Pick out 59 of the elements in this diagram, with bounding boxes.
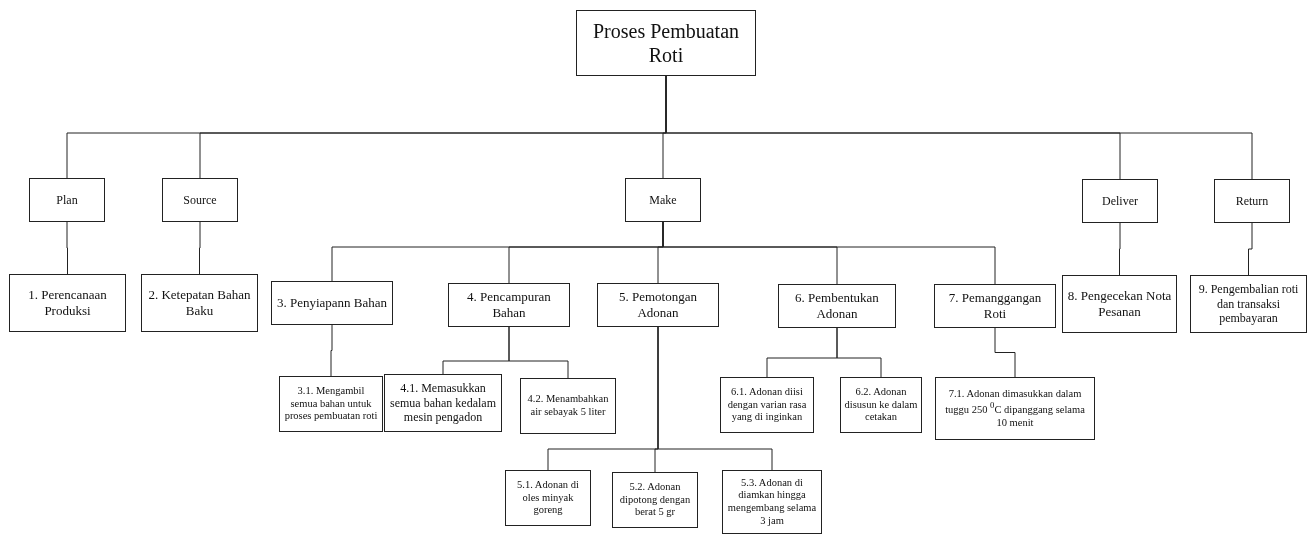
process-box [934, 284, 1056, 328]
process-box [625, 178, 701, 222]
box-label: 3. Penyiapann Bahan [276, 295, 388, 311]
process-box [9, 274, 126, 332]
box-label: Source [183, 192, 217, 208]
connector-line [665, 75, 1253, 180]
process-box [720, 377, 814, 433]
connector-line [199, 221, 201, 275]
box-label: Deliver [1102, 193, 1138, 209]
process-box [384, 374, 502, 432]
process-box [29, 178, 105, 222]
connector-line [994, 327, 1016, 378]
box-label: Return [1235, 193, 1269, 209]
process-box [1190, 275, 1307, 333]
box-label: 6.1. Adonan diisi dengan varian rasa yang di inginkan [726, 386, 808, 424]
box-label: 3.1. Mengambil semua bahan untuk proses pembuatan roti [283, 385, 379, 423]
box-label: 8. Pengecekan Nota Pesanan [1066, 288, 1173, 320]
process-box [505, 470, 591, 526]
box-label: 6. Pembentukan Adonan [794, 290, 880, 322]
connector-line [66, 221, 68, 275]
connector-line [657, 326, 773, 471]
box-label: 7. Pemanggangan Roti [947, 290, 1043, 322]
connector-line [1119, 222, 1121, 276]
connector-line [836, 327, 882, 378]
process-box [141, 274, 258, 332]
box-label: 4.2. Menambahkan air sebayak 5 liter [526, 393, 610, 419]
process-box [722, 470, 822, 534]
process-box [612, 472, 698, 528]
box-label: 5.2. Adonan dipotong dengan berat 5 gr [618, 481, 692, 519]
process-box [1082, 179, 1158, 223]
connector-line [662, 221, 996, 285]
process-box [597, 283, 719, 327]
box-label: Make [649, 192, 677, 208]
process-box [448, 283, 570, 327]
box-label: Plan [56, 192, 78, 208]
box-label: 7.1. Adonan dimasukkan dalam tuggu 250 $^{0}$C dipanggang selama 10 menit [944, 387, 1086, 430]
box-label: 4.1. Memasukkan semua bahan kedalam mesin pengadon [389, 381, 497, 425]
process-box [1062, 275, 1177, 333]
box-label: 4. Pencampuran Bahan [466, 289, 552, 321]
box-label: 9. Pengembalian roti dan transaksi pembayaran [1197, 282, 1300, 326]
process-box [271, 281, 393, 325]
box-label: 5.1. Adonan di oles minyak goreng [516, 479, 580, 517]
box-label: 5. Pemotongan Adonan [618, 289, 698, 321]
process-box [935, 377, 1095, 440]
connector-line [330, 324, 333, 377]
process-box [840, 377, 922, 433]
process-box [1214, 179, 1290, 223]
box-label: 1. Perencanaan Produksi [27, 287, 108, 319]
box-label: 5.3. Adonan di diamkan hingga mengembang selama 3 jam [726, 476, 818, 528]
process-box [520, 378, 616, 434]
process-box [279, 376, 383, 432]
process-box [778, 284, 896, 328]
process-box [576, 10, 756, 76]
connector-line [508, 326, 569, 379]
connector-line [1248, 222, 1253, 276]
process-box [162, 178, 238, 222]
box-label: Proses Pembuatan Roti [591, 19, 741, 67]
box-label: 2. Ketepatan Bahan Baku [147, 287, 252, 319]
box-label: 6.2. Adonan disusun ke dalam cetakan [844, 386, 918, 424]
